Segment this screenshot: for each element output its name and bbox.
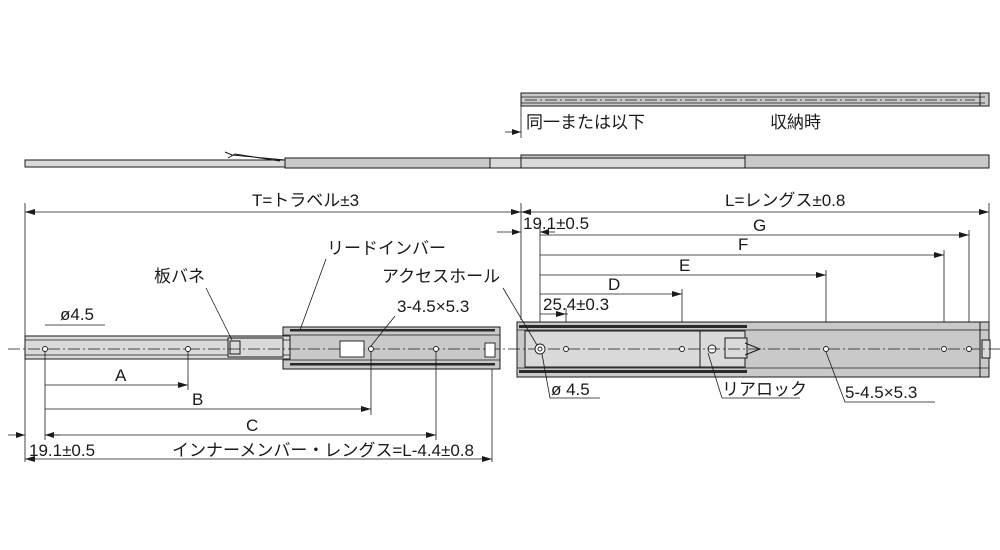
dimension-c-label: C <box>246 416 258 435</box>
intermediate-member <box>282 326 501 370</box>
dimension-b-label: B <box>192 390 203 409</box>
outer-hole-4 <box>941 346 947 352</box>
travel-label: T=トラベル±3 <box>252 191 359 210</box>
outer-hole-5 <box>966 346 972 352</box>
callouts: 板バネ リードインバー アクセスホール 3-4.5×5.3 ø4.5 ø 4.5… <box>45 239 935 403</box>
inner-dimensions: A B C 19.1±0.5 インナーメンバー・レングス=L-4.4±0.8 <box>8 352 493 462</box>
rail-holes <box>42 340 972 358</box>
dimension-d-label: D <box>608 275 620 294</box>
access-hole-label: アクセスホール <box>382 267 500 286</box>
rear-lock-label: リアロック <box>722 380 807 399</box>
pitch-label: 25.4±0.3 <box>543 295 609 314</box>
inner-hole-4 <box>433 346 439 352</box>
hole-dia-left-label: ø4.5 <box>60 305 94 324</box>
stowed-dimension: 同一または以下 収納時 <box>505 106 821 138</box>
front-offset-label: 19.1±0.5 <box>523 214 589 233</box>
same-or-less-label: 同一または以下 <box>526 113 645 132</box>
extended-side-view <box>24 151 990 169</box>
dimension-f-label: F <box>738 235 748 254</box>
lead-in-bar-window <box>339 340 365 358</box>
outer-hole-2 <box>679 346 685 352</box>
inner-offset-label: 19.1±0.5 <box>29 441 95 460</box>
stowed-rail-view <box>520 92 990 107</box>
overall-dimensions: T=トラベル±3 L=レングス±0.8 <box>24 191 990 340</box>
stowed-label: 収納時 <box>770 113 821 132</box>
access-hole-center <box>537 346 543 352</box>
outer-hole-1 <box>563 346 569 352</box>
inner-length-label: インナーメンバー・レングス=L-4.4±0.8 <box>172 441 474 460</box>
outer-holes-label: 5-4.5×5.3 <box>845 383 917 402</box>
length-label: L=レングス±0.8 <box>725 191 845 210</box>
inner-hole-1 <box>42 346 48 352</box>
inner-hole-3 <box>368 346 374 352</box>
inner-member <box>24 335 291 360</box>
access-dia-label: ø 4.5 <box>551 380 590 399</box>
inner-holes-label: 3-4.5×5.3 <box>397 297 469 316</box>
lead-in-bar-label: リードインバー <box>327 239 446 258</box>
dimension-a-label: A <box>115 366 127 385</box>
dimension-g-label: G <box>753 216 766 235</box>
inner-hole-2 <box>185 346 191 352</box>
dimension-e-label: E <box>679 256 690 275</box>
outer-hole-3 <box>823 346 829 352</box>
leaf-spring-label: 板バネ <box>154 267 205 286</box>
